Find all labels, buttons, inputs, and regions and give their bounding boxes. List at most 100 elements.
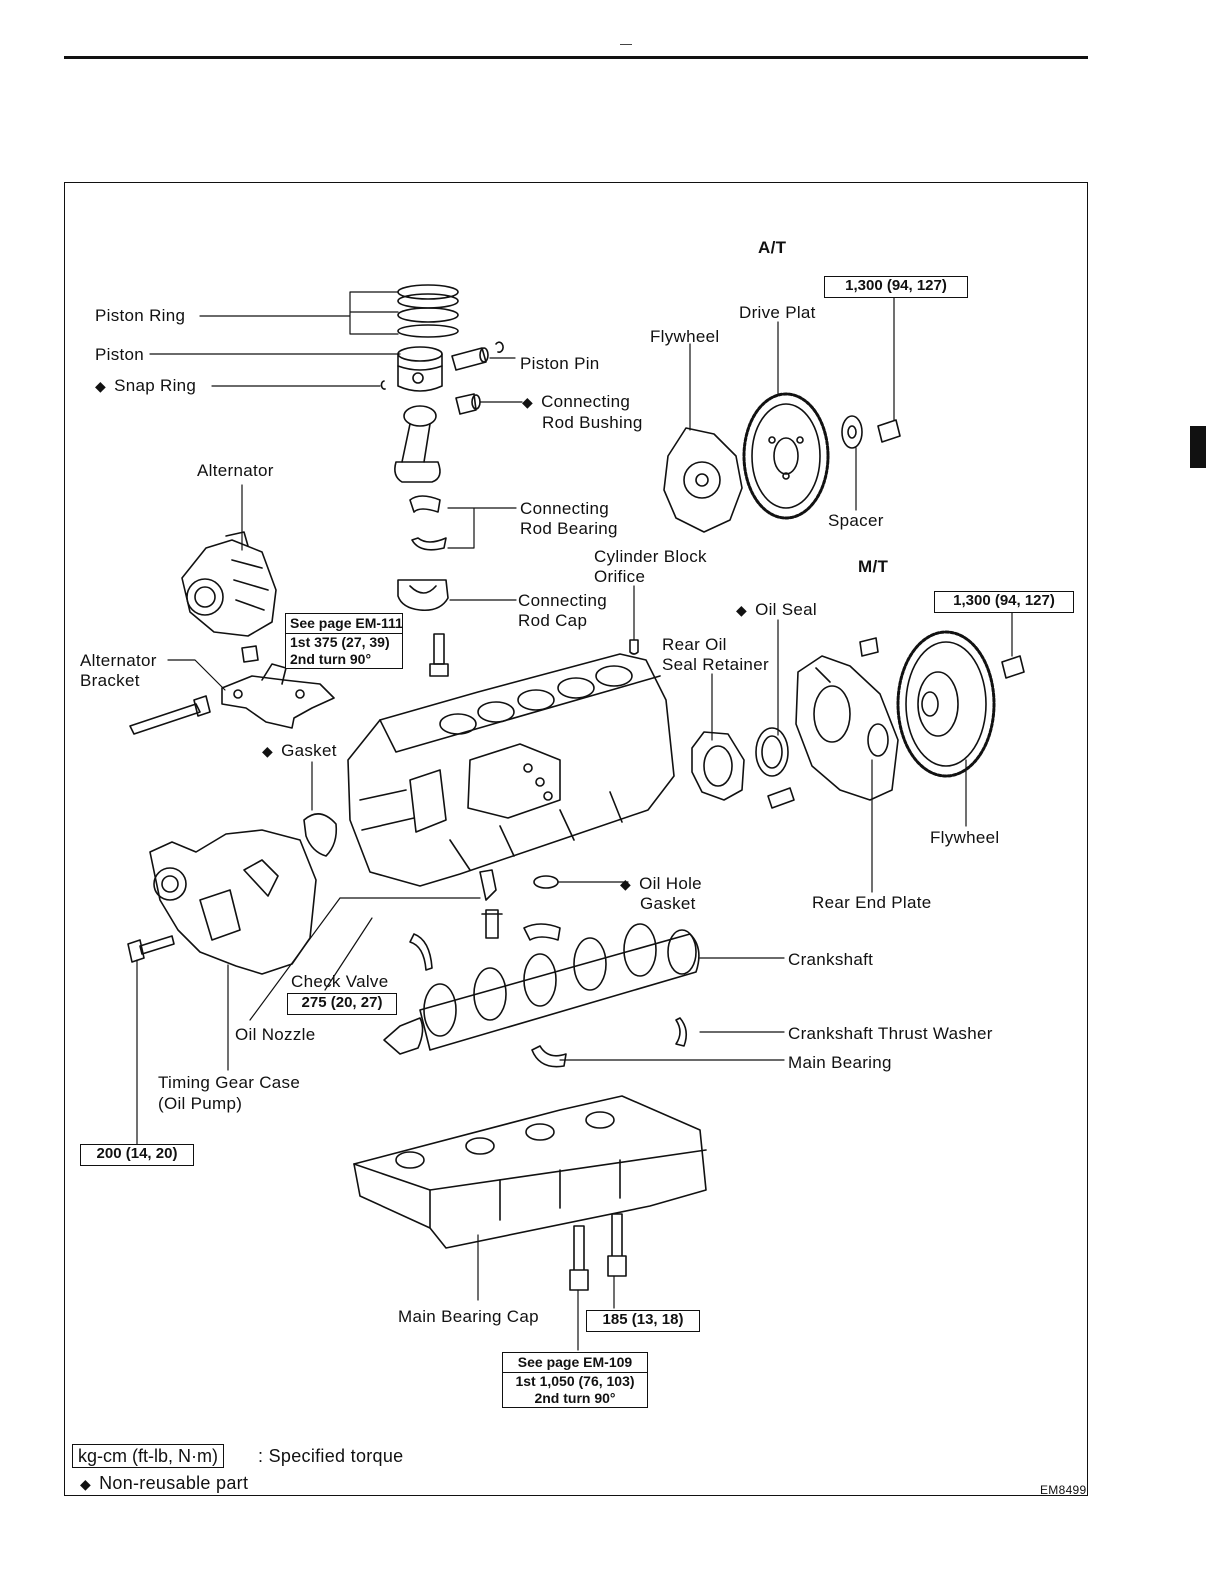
rear-oil-seal-retainer-art bbox=[691, 731, 745, 801]
spec-rod-cap: See page EM-111 1st 375 (27, 39) 2nd tur… bbox=[285, 613, 403, 669]
torque-main-cap-small: 185 (13, 18) bbox=[586, 1310, 700, 1332]
drive-plate-art bbox=[742, 392, 830, 520]
spec-main-cap-line1: 1st 1,050 (76, 103) bbox=[515, 1373, 635, 1389]
torque-check-valve: 275 (20, 27) bbox=[287, 993, 397, 1015]
non-reusable-marker: ◆ bbox=[262, 743, 274, 759]
non-reusable-marker: ◆ bbox=[80, 1476, 92, 1492]
label-piston-ring: Piston Ring bbox=[95, 306, 186, 325]
variant-label-mt: M/T bbox=[858, 557, 889, 576]
main-cap-bolts-art bbox=[569, 1213, 627, 1291]
orifice-art bbox=[629, 639, 639, 655]
long-bolt-art bbox=[129, 695, 211, 735]
label-connecting-rod-bearing-1: Connecting bbox=[520, 499, 610, 518]
label-alternator: Alternator bbox=[197, 461, 274, 480]
label-piston: Piston bbox=[95, 345, 145, 364]
label-crankshaft: Crankshaft bbox=[788, 950, 874, 969]
legend-unit-desc: : Specified torque bbox=[258, 1446, 404, 1466]
oil-seal-art bbox=[755, 727, 789, 777]
torque-timing-case-bolt: 200 (14, 20) bbox=[80, 1144, 194, 1166]
label-flywheel-mt: Flywheel bbox=[930, 828, 1000, 847]
check-valve-art bbox=[481, 909, 503, 939]
rod-bearing-upper-art bbox=[409, 495, 441, 513]
label-connecting-rod-bushing: ◆Connecting bbox=[522, 392, 631, 411]
oil-nozzle-art bbox=[479, 869, 497, 901]
spec-main-cap-line2: 2nd turn 90° bbox=[534, 1390, 616, 1406]
torque-flywheel-bolt: 1,300 (94, 127) bbox=[934, 591, 1074, 613]
label-spacer: Spacer bbox=[828, 511, 884, 530]
spec-rod-cap-line2: 2nd turn 90° bbox=[290, 651, 372, 667]
legend-non-reusable: ◆Non-reusable part bbox=[80, 1473, 249, 1493]
label-cylinder-block-orifice-2: Orifice bbox=[594, 567, 646, 586]
thrust-washer-art bbox=[675, 1017, 688, 1047]
cylinder-block-art bbox=[347, 653, 675, 887]
label-oil-seal: ◆Oil Seal bbox=[736, 600, 818, 619]
main-bearing-upper-art bbox=[523, 923, 561, 941]
label-timing-gear-case-2: (Oil Pump) bbox=[158, 1094, 243, 1113]
rod-cap-art bbox=[397, 579, 449, 612]
timing-case-bolt-art bbox=[127, 935, 175, 963]
crankshaft-art bbox=[383, 923, 700, 1055]
spec-rod-cap-ref: See page EM-111 bbox=[286, 614, 403, 634]
label-connecting-rod-cap-2: Rod Cap bbox=[518, 611, 588, 630]
gasket-art bbox=[303, 813, 338, 857]
label-check-valve: Check Valve bbox=[291, 972, 389, 991]
alternator-bracket-art bbox=[221, 663, 335, 729]
label-connecting-rod-cap-1: Connecting bbox=[518, 591, 608, 610]
label-main-bearing: Main Bearing bbox=[788, 1053, 892, 1072]
label-rear-end-plate: Rear End Plate bbox=[812, 893, 932, 912]
label-gasket: ◆Gasket bbox=[262, 741, 337, 760]
label-oil-hole-gasket-2: Gasket bbox=[640, 894, 696, 913]
alternator-art bbox=[181, 531, 277, 637]
label-rear-oil-seal-retainer-2: Seal Retainer bbox=[662, 655, 769, 674]
figure-code: EM8499 bbox=[1040, 1483, 1087, 1497]
label-alternator-bracket-2: Bracket bbox=[80, 671, 140, 690]
spec-main-cap: See page EM-109 1st 1,050 (76, 103) 2nd … bbox=[502, 1352, 648, 1408]
timing-gear-case-art bbox=[149, 829, 317, 975]
label-drive-plate: Drive Plat bbox=[739, 303, 816, 322]
spec-main-cap-ref: See page EM-109 bbox=[503, 1353, 647, 1373]
header-mark bbox=[620, 44, 632, 45]
connecting-rod-art bbox=[394, 405, 441, 483]
label-connecting-rod-bearing-2: Rod Bearing bbox=[520, 519, 618, 538]
label-piston-pin: Piston Pin bbox=[520, 354, 600, 373]
oil-hole-gasket-art bbox=[533, 875, 559, 889]
flywheel-bolt-art bbox=[1001, 655, 1025, 679]
diagram-frame bbox=[64, 182, 1088, 1496]
main-bearing-cap-art bbox=[353, 1095, 707, 1249]
spec-rod-cap-line1: 1st 375 (27, 39) bbox=[290, 634, 390, 650]
rod-cap-bolt-art bbox=[429, 633, 449, 677]
rear-end-plate-art bbox=[795, 655, 899, 801]
label-cylinder-block-orifice-1: Cylinder Block bbox=[594, 547, 707, 566]
at-flywheel-art bbox=[663, 427, 743, 533]
label-connecting-rod-bushing-2: Rod Bushing bbox=[542, 413, 643, 432]
non-reusable-marker: ◆ bbox=[736, 602, 748, 618]
end-plate-bolt-art bbox=[859, 637, 879, 657]
rod-bearing-lower-art bbox=[411, 537, 447, 551]
label-oil-nozzle: Oil Nozzle bbox=[235, 1025, 316, 1044]
label-flywheel-at: Flywheel bbox=[650, 327, 720, 346]
non-reusable-marker: ◆ bbox=[620, 876, 632, 892]
label-timing-gear-case-1: Timing Gear Case bbox=[158, 1073, 301, 1092]
label-crankshaft-thrust-washer: Crankshaft Thrust Washer bbox=[788, 1024, 993, 1043]
legend-unit-box: kg-cm (ft-lb, N·m) bbox=[72, 1444, 224, 1468]
rod-bushing-art bbox=[455, 393, 481, 415]
spacer-art bbox=[841, 415, 863, 449]
mt-flywheel-art bbox=[896, 630, 996, 778]
torque-drive-plate-bolt: 1,300 (94, 127) bbox=[824, 276, 968, 298]
leader-lines bbox=[136, 291, 1013, 1351]
label-snap-ring: ◆Snap Ring bbox=[95, 376, 197, 395]
header-rule bbox=[64, 56, 1088, 59]
non-reusable-marker: ◆ bbox=[95, 378, 107, 394]
piston-art bbox=[397, 346, 443, 392]
label-rear-oil-seal-retainer-1: Rear Oil bbox=[662, 635, 727, 654]
main-bearing-art bbox=[531, 1045, 567, 1068]
label-alternator-bracket-1: Alternator bbox=[80, 651, 157, 670]
label-oil-hole-gasket-1: ◆Oil Hole bbox=[620, 874, 702, 893]
non-reusable-marker: ◆ bbox=[522, 394, 534, 410]
drive-plate-bolt-art bbox=[877, 419, 901, 443]
piston-rings bbox=[397, 284, 459, 338]
label-main-bearing-cap: Main Bearing Cap bbox=[398, 1307, 539, 1326]
retainer-bolt-art bbox=[767, 787, 795, 809]
section-tab bbox=[1190, 426, 1206, 468]
